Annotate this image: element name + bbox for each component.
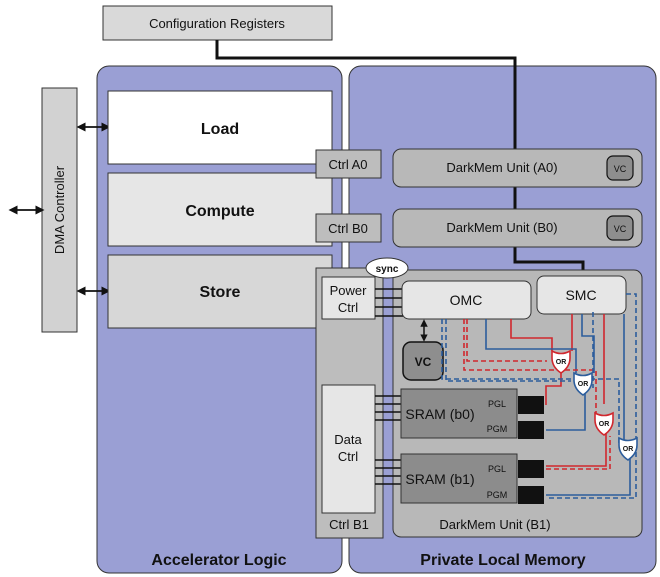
vc-b0-label: VC: [614, 224, 627, 234]
config-bus-line: [215, 40, 517, 150]
compute-label: Compute: [185, 203, 254, 220]
ctrl-b0-box: [315, 213, 382, 243]
or-gate-2-label: OR: [578, 381, 589, 388]
sram-b0-box: [400, 388, 518, 439]
ctrl-b1-label: Ctrl B1: [329, 517, 369, 532]
ctrl-a0-box: [315, 149, 382, 179]
store-block: [107, 254, 333, 329]
darkmem-unit-a0: [392, 148, 643, 188]
sram-b0-pgm-label: PGM: [487, 424, 508, 434]
or-gate-1: OR: [551, 349, 571, 374]
ctrl-a0-label: Ctrl A0: [328, 157, 367, 172]
smc-label: SMC: [565, 287, 596, 303]
omc-label: OMC: [450, 292, 483, 308]
darkmem-unit-a0-label: DarkMem Unit (A0): [446, 160, 557, 175]
data-ctrl-line2: Ctrl: [338, 449, 358, 464]
or-gate-3-label: OR: [599, 421, 610, 428]
blue-dashed-lines: [441, 293, 637, 499]
configuration-registers-box: [102, 5, 333, 41]
red-dashed-lines: [463, 319, 611, 470]
or-gate-2: OR: [573, 371, 593, 396]
sram-b0-pgm-block: [518, 421, 544, 439]
sram-b0-pgl-label: PGL: [488, 399, 506, 409]
sram-b1-pgm-block: [518, 486, 544, 504]
sram-b1-label: SRAM (b1): [405, 471, 474, 487]
dma-controller-label: DMA Controller: [52, 165, 67, 254]
configuration-registers-label: Configuration Registers: [149, 16, 285, 31]
sram-b1-pgl-block: [518, 460, 544, 478]
ctrl-b0-label: Ctrl B0: [328, 221, 368, 236]
sram-b1-box: [400, 453, 518, 504]
vc-a0-label: VC: [614, 164, 627, 174]
vc-b0-box: [606, 215, 634, 241]
data-ctrl-wires: [375, 395, 402, 485]
vc-b1-label: VC: [415, 355, 432, 369]
blue-solid-lines: [485, 314, 631, 496]
load-block: [107, 90, 333, 165]
or-gate-4-label: OR: [623, 446, 634, 453]
sync-ellipse: [365, 257, 409, 279]
data-ctrl-line1: Data: [334, 432, 362, 447]
vc-a0-box: [606, 155, 634, 181]
red-solid-lines: [510, 314, 607, 467]
sync-label: sync: [376, 264, 399, 275]
darkmem-unit-b0: [392, 208, 643, 248]
config-bus-b0-smc: [513, 245, 585, 276]
vc-b1-box: [402, 341, 444, 381]
sram-b1-pgl-label: PGL: [488, 464, 506, 474]
compute-block: [107, 172, 333, 247]
or-gate-3: OR: [594, 411, 614, 436]
or-gate-1-label: OR: [556, 359, 567, 366]
sram-b0-label: SRAM (b0): [405, 406, 474, 422]
power-ctrl-wires: [375, 288, 403, 317]
sram-b1-pgm-label: PGM: [487, 490, 508, 500]
power-ctrl-box: [321, 276, 376, 320]
darkmem-unit-b1-label: DarkMem Unit (B1): [439, 517, 550, 532]
or-gate-4: OR: [618, 436, 638, 461]
darkmem-unit-b0-label: DarkMem Unit (B0): [446, 220, 557, 235]
load-label: Load: [201, 121, 239, 138]
power-ctrl-line1: Power: [330, 283, 368, 298]
store-label: Store: [200, 284, 241, 301]
sram-b0-pgl-block: [518, 396, 544, 414]
private-local-memory-title: Private Local Memory: [420, 552, 586, 569]
power-ctrl-line2: Ctrl: [338, 300, 358, 315]
accelerator-logic-title: Accelerator Logic: [151, 552, 286, 569]
data-ctrl-box: [321, 384, 376, 514]
